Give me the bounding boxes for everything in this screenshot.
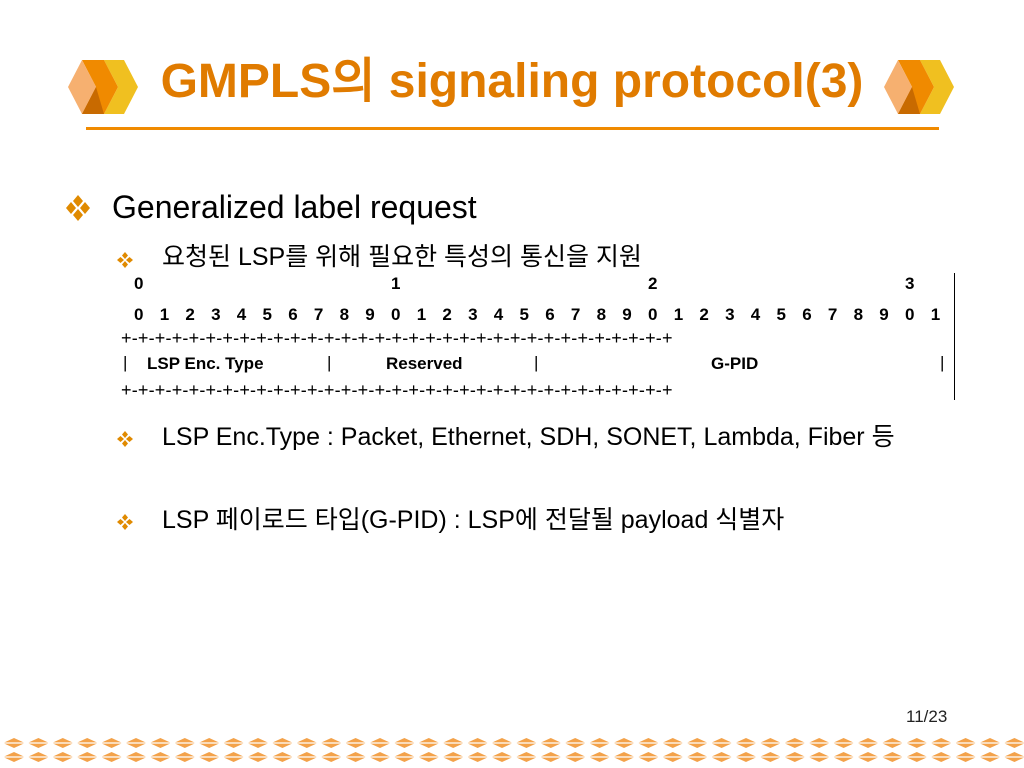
bit-tens-label: 3 [905,274,915,293]
bit-index-label: 6 [288,305,298,324]
title-left-emblem-icon [68,60,138,114]
header-field-label: LSP Enc. Type [147,354,264,373]
field-separator: | [534,353,539,372]
bit-tens-label: 0 [134,274,144,293]
bit-index-label: 3 [211,305,221,324]
field-separator: | [940,353,945,372]
bit-index-label: 8 [339,305,350,324]
bit-index-label: 8 [596,305,607,324]
bit-index-label: 2 [442,305,452,324]
bit-index-label: 3 [468,305,478,324]
diamond-bullet-icon [66,195,90,221]
field-separator: | [327,353,332,372]
sub-bullet-text: LSP Enc.Type : Packet, Ethernet, SDH, SO… [162,423,895,451]
bit-index-label: 4 [750,305,761,324]
bit-index-label: 9 [365,305,375,324]
bit-index-label: 9 [879,305,889,324]
bit-index-label: 4 [236,305,247,324]
sub-bullet-text: LSP 페이로드 타입(G-PID) : LSP에 전달될 payload 식별… [162,506,785,534]
bit-index-label: 6 [545,305,555,324]
header-field-label: G-PID [711,354,759,373]
bit-index-label: 5 [262,305,272,324]
diamond-bullet-small-icon [117,431,133,447]
bit-index-label: 5 [776,305,786,324]
header-field-label: Reserved [386,354,463,373]
bit-index-label: 0 [391,305,401,324]
bit-index-label: 9 [622,305,632,324]
diamond-bullet-small-icon [117,514,133,530]
footer-pattern [3,738,1024,762]
bit-index-label: 7 [313,305,324,324]
bit-index-label: 0 [905,305,915,324]
bit-index-label: 1 [416,305,427,324]
bit-tens-label: 1 [391,274,401,293]
bit-index-label: 5 [519,305,529,324]
bit-index-label: 7 [570,305,581,324]
bit-index-label: 3 [725,305,735,324]
bit-index-label: 1 [673,305,684,324]
bit-index-label: 1 [930,305,941,324]
sub-bullet-text: 요청된 LSP를 위해 필요한 특성의 통신을 지원 [162,243,642,271]
title-underline [86,127,939,130]
diamond-bullet-small-icon [117,252,133,268]
header-border-row: +-+-+-+-+-+-+-+-+-+-+-+-+-+-+-+-+-+-+-+-… [121,328,673,348]
bit-index-label: 2 [699,305,709,324]
bit-index-label: 8 [853,305,864,324]
slide-title: GMPLS의 signaling protocol(3) [160,55,864,108]
bit-tens-label: 2 [648,274,658,293]
bit-index-label: 0 [134,305,144,324]
field-separator: | [123,353,128,372]
bit-index-label: 6 [802,305,812,324]
bit-index-label: 4 [493,305,504,324]
bit-index-label: 1 [159,305,170,324]
bit-index-label: 2 [185,305,195,324]
diagram-right-border [954,273,955,400]
bit-index-label: 0 [648,305,658,324]
bullet-generalized-label-request: Generalized label request [112,189,477,225]
header-border-row: +-+-+-+-+-+-+-+-+-+-+-+-+-+-+-+-+-+-+-+-… [121,380,673,400]
page-number: 11/23 [906,707,948,726]
title-right-emblem-icon [884,60,954,114]
bit-index-label: 7 [827,305,838,324]
